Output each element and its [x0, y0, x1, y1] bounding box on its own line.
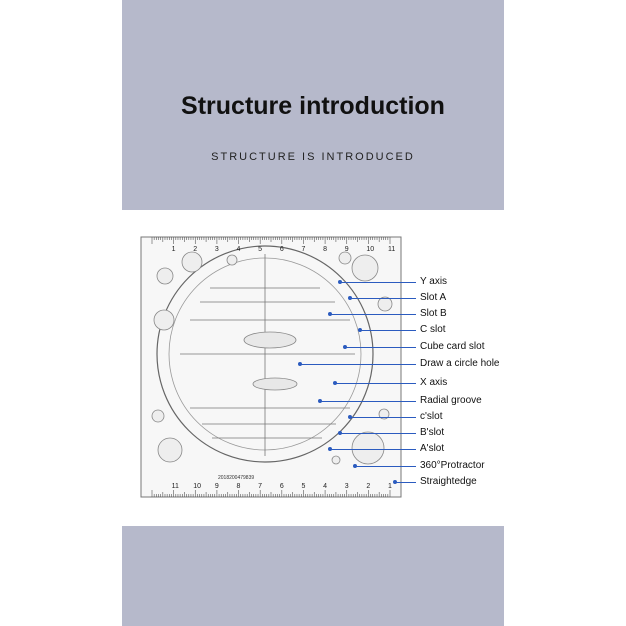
callout-dot — [348, 296, 352, 300]
callout-leader-line — [395, 482, 416, 483]
protractor-outer-ring — [156, 245, 374, 463]
page-subtitle: STRUCTURE IS INTRODUCED — [211, 151, 415, 163]
callout-dot — [328, 312, 332, 316]
callout-label: Straightedge — [420, 476, 477, 487]
scale-label: 8 — [237, 483, 241, 490]
center-slot — [252, 377, 298, 391]
circle-hole — [338, 251, 352, 265]
scale-label: 4 — [237, 246, 241, 253]
circle-hole — [157, 437, 183, 463]
scale-label: 7 — [301, 246, 305, 253]
scale-label: 8 — [323, 246, 327, 253]
callout-leader-line — [350, 298, 416, 299]
scale-label: 3 — [215, 246, 219, 253]
scale-label: 6 — [280, 246, 284, 253]
callout-leader-line — [360, 330, 416, 331]
ruler-illustration: 1 2 3 4 5 6 7 8 9 10 11 11 10 9 8 7 6 5 4 3 2 1 201820047983… — [140, 236, 402, 498]
callout-leader-line — [320, 401, 416, 402]
scale-label: 6 — [280, 483, 284, 490]
scale-label: 3 — [345, 483, 349, 490]
circle-hole — [151, 409, 165, 423]
callout-label: Slot B — [420, 308, 447, 319]
bottom-scale: 11 10 9 8 7 6 5 4 3 2 1 — [151, 483, 392, 497]
circle-hole — [153, 309, 175, 331]
callout-leader-line — [340, 433, 416, 434]
scale-label: 7 — [258, 483, 262, 490]
callout-dot — [358, 328, 362, 332]
slots-group — [180, 254, 355, 456]
scale-label: 2 — [193, 246, 197, 253]
scale-label: 10 — [193, 483, 201, 490]
circle-hole — [378, 408, 390, 420]
scale-label: 11 — [388, 246, 395, 253]
callout-dot — [353, 464, 357, 468]
callout-label: Y axis — [420, 276, 448, 287]
callout-label: Radial groove — [420, 395, 482, 406]
callout-label: c'slot — [420, 411, 443, 422]
circle-hole — [377, 296, 393, 312]
callout-dot — [348, 415, 352, 419]
circle-hole — [351, 254, 379, 282]
scale-label: 9 — [345, 246, 349, 253]
page-title: Structure introduction — [181, 92, 445, 120]
callout-leader-line — [330, 314, 416, 315]
callout-leader-line — [330, 449, 416, 450]
top-scale: 1 2 3 4 5 6 7 8 9 10 11 — [151, 237, 395, 253]
callout-label: C slot — [420, 324, 446, 335]
callout-dot — [338, 431, 342, 435]
template-circles — [151, 251, 393, 465]
callout-dot — [338, 280, 342, 284]
callout-leader-line — [300, 364, 416, 365]
callout-leader-line — [355, 466, 416, 467]
scale-label: 5 — [258, 246, 262, 253]
footer-banner — [122, 526, 504, 626]
callout-label: Slot A — [420, 292, 447, 303]
scale-label: 2 — [366, 483, 370, 490]
scale-label: 1 — [172, 246, 176, 253]
scale-label: 1 — [388, 483, 392, 490]
callout-leader-line — [345, 347, 416, 348]
scale-label: 4 — [323, 483, 327, 490]
callout-label: B'slot — [420, 427, 445, 438]
callout-dot — [318, 399, 322, 403]
callout-label: A'slot — [420, 443, 445, 454]
callout-dot — [393, 480, 397, 484]
circle-hole — [331, 455, 341, 465]
scale-label: 9 — [215, 483, 219, 490]
callout-label: 360°Protractor — [420, 460, 485, 471]
callout-leader-line — [350, 417, 416, 418]
callout-leader-line — [335, 383, 416, 384]
callout-dot — [298, 362, 302, 366]
ruler-drawing: 1 2 3 4 5 6 7 8 9 10 11 11 10 9 8 7 6 5 4 3 2 1 201820047983… — [140, 236, 402, 498]
scale-label: 5 — [301, 483, 305, 490]
circle-hole — [181, 251, 203, 273]
callout-dot — [328, 447, 332, 451]
callout-label: Cube card slot — [420, 341, 485, 352]
header-banner: Structure introduction STRUCTURE IS INTR… — [122, 0, 504, 210]
scale-label: 10 — [366, 246, 374, 253]
cube-card-slot — [243, 331, 297, 349]
circle-hole — [351, 431, 385, 465]
circle-hole — [156, 267, 174, 285]
circle-hole — [226, 254, 238, 266]
scale-label: 11 — [172, 483, 179, 490]
serial-number: 2018200479839 — [218, 475, 254, 481]
callout-dot — [343, 345, 347, 349]
callout-dot — [333, 381, 337, 385]
callout-label: Draw a circle hole — [420, 358, 500, 369]
callout-leader-line — [340, 282, 416, 283]
callout-label: X axis — [420, 377, 448, 388]
